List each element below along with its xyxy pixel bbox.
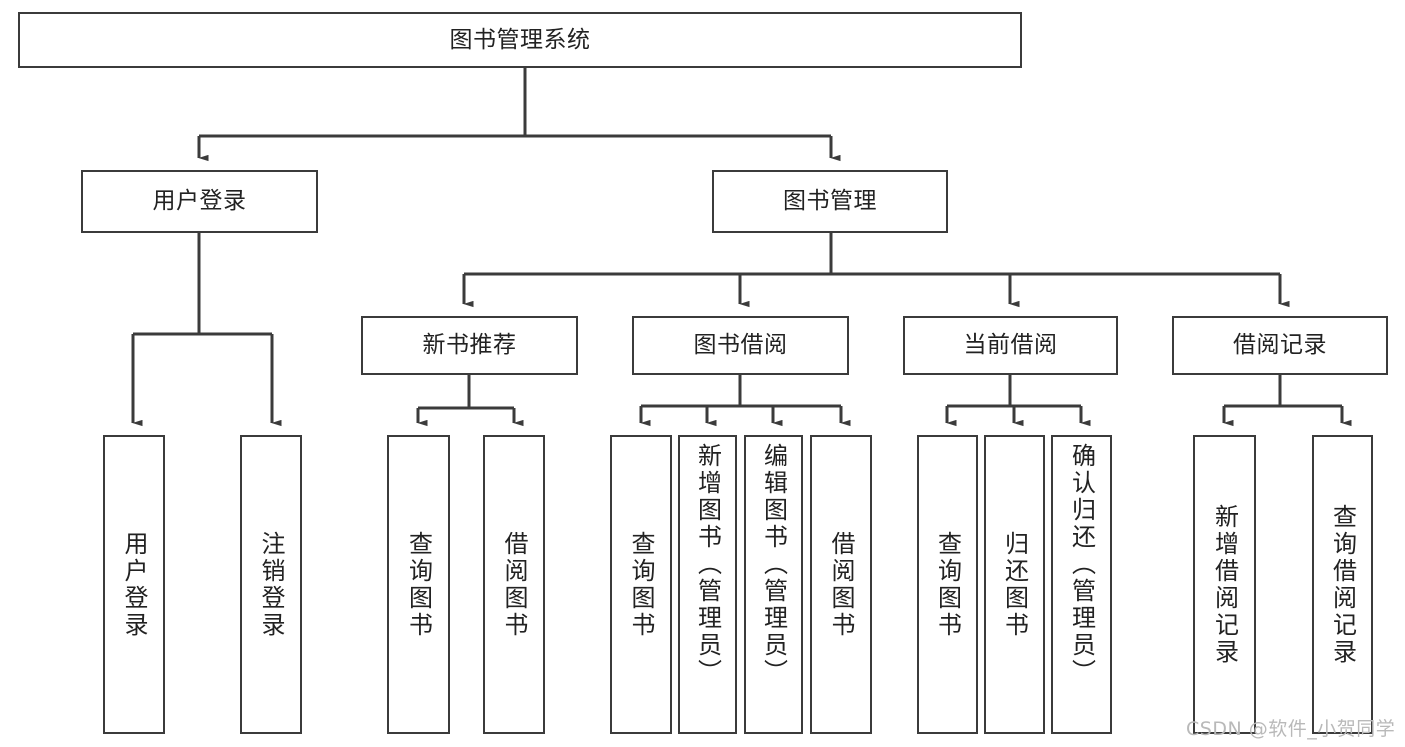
node-label: 当前借阅 — [963, 332, 1058, 359]
node-label: 新增借阅记录 — [1210, 503, 1239, 666]
node-label: 查询图书 — [627, 530, 655, 639]
node-label: 编辑图书（管理员） — [759, 443, 788, 686]
node-label: 图书管理 — [783, 188, 877, 215]
leaf-confirm-return-admin[interactable]: 确认归还（管理员） — [1051, 435, 1112, 734]
node-borrowing-record[interactable]: 借阅记录 — [1172, 316, 1388, 375]
node-root-book-management-system[interactable]: 图书管理系统 — [18, 12, 1022, 68]
node-user-login[interactable]: 用户登录 — [81, 170, 318, 233]
node-label: 借阅记录 — [1233, 332, 1327, 359]
node-current-borrowing[interactable]: 当前借阅 — [903, 316, 1118, 375]
leaf-add-borrow-record[interactable]: 新增借阅记录 — [1193, 435, 1256, 734]
node-label: 确认归还（管理员） — [1067, 443, 1096, 686]
node-label: 图书借阅 — [693, 332, 788, 359]
leaf-logout[interactable]: 注销登录 — [240, 435, 302, 734]
leaf-add-book-admin[interactable]: 新增图书（管理员） — [678, 435, 737, 734]
leaf-borrow-book[interactable]: 借阅图书 — [810, 435, 872, 734]
leaf-user-login[interactable]: 用户登录 — [103, 435, 165, 734]
node-label: 查询借阅记录 — [1328, 503, 1357, 666]
node-label: 图书管理系统 — [449, 26, 591, 53]
node-label: 查询图书 — [404, 530, 433, 639]
node-label: 借阅图书 — [827, 530, 855, 639]
leaf-return-book[interactable]: 归还图书 — [984, 435, 1045, 734]
watermark-text: CSDN @软件_小贺同学 — [1186, 718, 1396, 740]
leaf-edit-book-admin[interactable]: 编辑图书（管理员） — [744, 435, 803, 734]
leaf-query-book-recommend[interactable]: 查询图书 — [387, 435, 450, 734]
node-label: 新书推荐 — [422, 332, 517, 359]
node-label: 查询图书 — [933, 530, 962, 639]
node-book-borrowing[interactable]: 图书借阅 — [632, 316, 849, 375]
node-book-management[interactable]: 图书管理 — [712, 170, 948, 233]
node-new-book-recommendation[interactable]: 新书推荐 — [361, 316, 578, 375]
leaf-borrow-book-recommend[interactable]: 借阅图书 — [483, 435, 545, 734]
node-label: 归还图书 — [1000, 530, 1029, 639]
leaf-query-book-current[interactable]: 查询图书 — [917, 435, 978, 734]
node-label: 借阅图书 — [500, 530, 528, 639]
leaf-query-book-borrow[interactable]: 查询图书 — [610, 435, 672, 734]
node-label: 新增图书（管理员） — [693, 443, 722, 686]
node-label: 用户登录 — [152, 188, 247, 215]
leaf-query-borrow-record[interactable]: 查询借阅记录 — [1312, 435, 1373, 734]
node-label: 用户登录 — [120, 530, 148, 639]
node-label: 注销登录 — [257, 530, 285, 639]
